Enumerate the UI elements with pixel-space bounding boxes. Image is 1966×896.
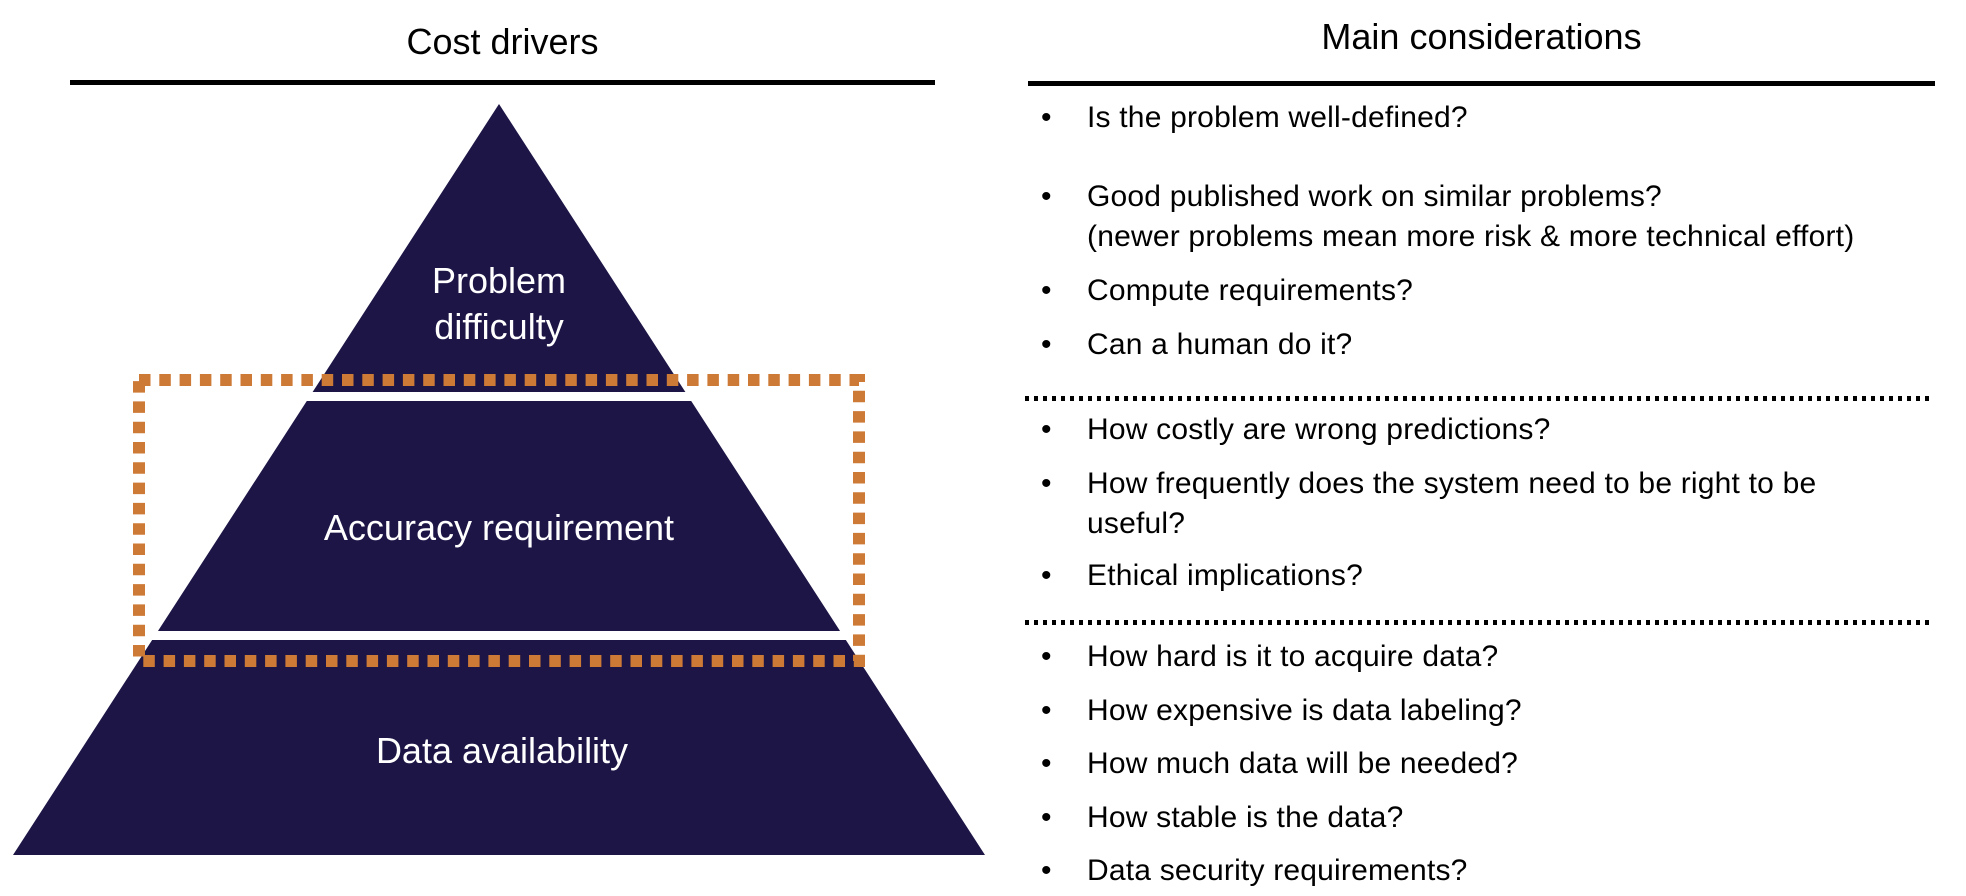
bullet-text: Can a human do it? — [1087, 328, 1353, 361]
bullet-icon: • — [1041, 559, 1052, 592]
bullet-item: • Good published work on similar problem… — [1020, 177, 1935, 257]
bullet-text: How costly are wrong predictions? — [1087, 413, 1551, 446]
bullet-text: Ethical implications? — [1087, 559, 1363, 592]
pyramid-divider-band-top — [0, 392, 1000, 401]
bullet-item: • How hard is it to acquire data? — [1020, 637, 1935, 677]
bullet-text: Compute requirements? — [1087, 274, 1414, 307]
bullet-icon: • — [1041, 640, 1052, 673]
main-considerations-underline — [1028, 81, 1935, 86]
cost-pyramid-diagram — [0, 104, 1000, 855]
bullet-text: Good published work on similar problems? — [1087, 180, 1662, 213]
bullet-note: (newer problems mean more risk & more te… — [1087, 220, 1855, 253]
bullet-item: • Can a human do it? — [1020, 325, 1935, 365]
accuracy-highlight-box — [133, 374, 865, 667]
bullet-item: • How expensive is data labeling? — [1020, 691, 1935, 731]
pyramid-label-line: Problem — [431, 260, 567, 301]
bullet-item: • Compute requirements? — [1020, 271, 1935, 311]
bullet-item: • Ethical implications? — [1020, 556, 1935, 596]
bullet-icon: • — [1041, 801, 1052, 834]
cost-drivers-title: Cost drivers — [406, 21, 599, 62]
bullet-text: How expensive is data labeling? — [1087, 694, 1522, 727]
bullet-item: • How stable is the data? — [1020, 798, 1935, 838]
section-divider — [1025, 396, 1933, 401]
pyramid-divider-band-bottom — [0, 631, 1000, 640]
bullet-item: • How frequently does the system need to… — [1020, 464, 1935, 544]
bullet-text: useful? — [1087, 507, 1186, 540]
bullet-item: • Data security requirements? — [1020, 851, 1935, 891]
cost-drivers-underline — [70, 80, 935, 85]
bullet-text: How frequently does the system need to b… — [1087, 467, 1817, 500]
bullet-icon: • — [1041, 413, 1052, 446]
bullet-text: How hard is it to acquire data? — [1087, 640, 1499, 673]
pyramid-shape — [13, 104, 985, 855]
bullet-icon: • — [1041, 694, 1052, 727]
main-considerations-title: Main considerations — [1321, 16, 1642, 57]
pyramid-level-accuracy-requirement-label: Accuracy requirement — [323, 507, 675, 548]
bullet-text: How stable is the data? — [1087, 801, 1404, 834]
pyramid-label-line: difficulty — [434, 306, 564, 347]
bullet-icon: • — [1041, 274, 1052, 307]
bullet-item: • How costly are wrong predictions? — [1020, 410, 1935, 450]
bullet-icon: • — [1041, 328, 1052, 361]
bullet-icon: • — [1041, 101, 1052, 134]
pyramid-level-data-availability-label: Data availability — [375, 730, 629, 771]
bullet-text: Data security requirements? — [1087, 854, 1468, 887]
bullet-icon: • — [1041, 180, 1052, 213]
bullet-text: Is the problem well-defined? — [1087, 101, 1468, 134]
bullet-icon: • — [1041, 854, 1052, 887]
bullet-icon: • — [1041, 747, 1052, 780]
bullet-text: How much data will be needed? — [1087, 747, 1519, 780]
main-considerations-list: • Is the problem well-defined? • Good pu… — [1020, 0, 1966, 896]
section-divider — [1025, 620, 1933, 625]
bullet-item: • How much data will be needed? — [1020, 744, 1935, 784]
bullet-item: • Is the problem well-defined? — [1020, 98, 1935, 138]
pyramid-level-problem-difficulty-label: Problem difficulty — [299, 258, 699, 350]
bullet-icon: • — [1041, 467, 1052, 500]
